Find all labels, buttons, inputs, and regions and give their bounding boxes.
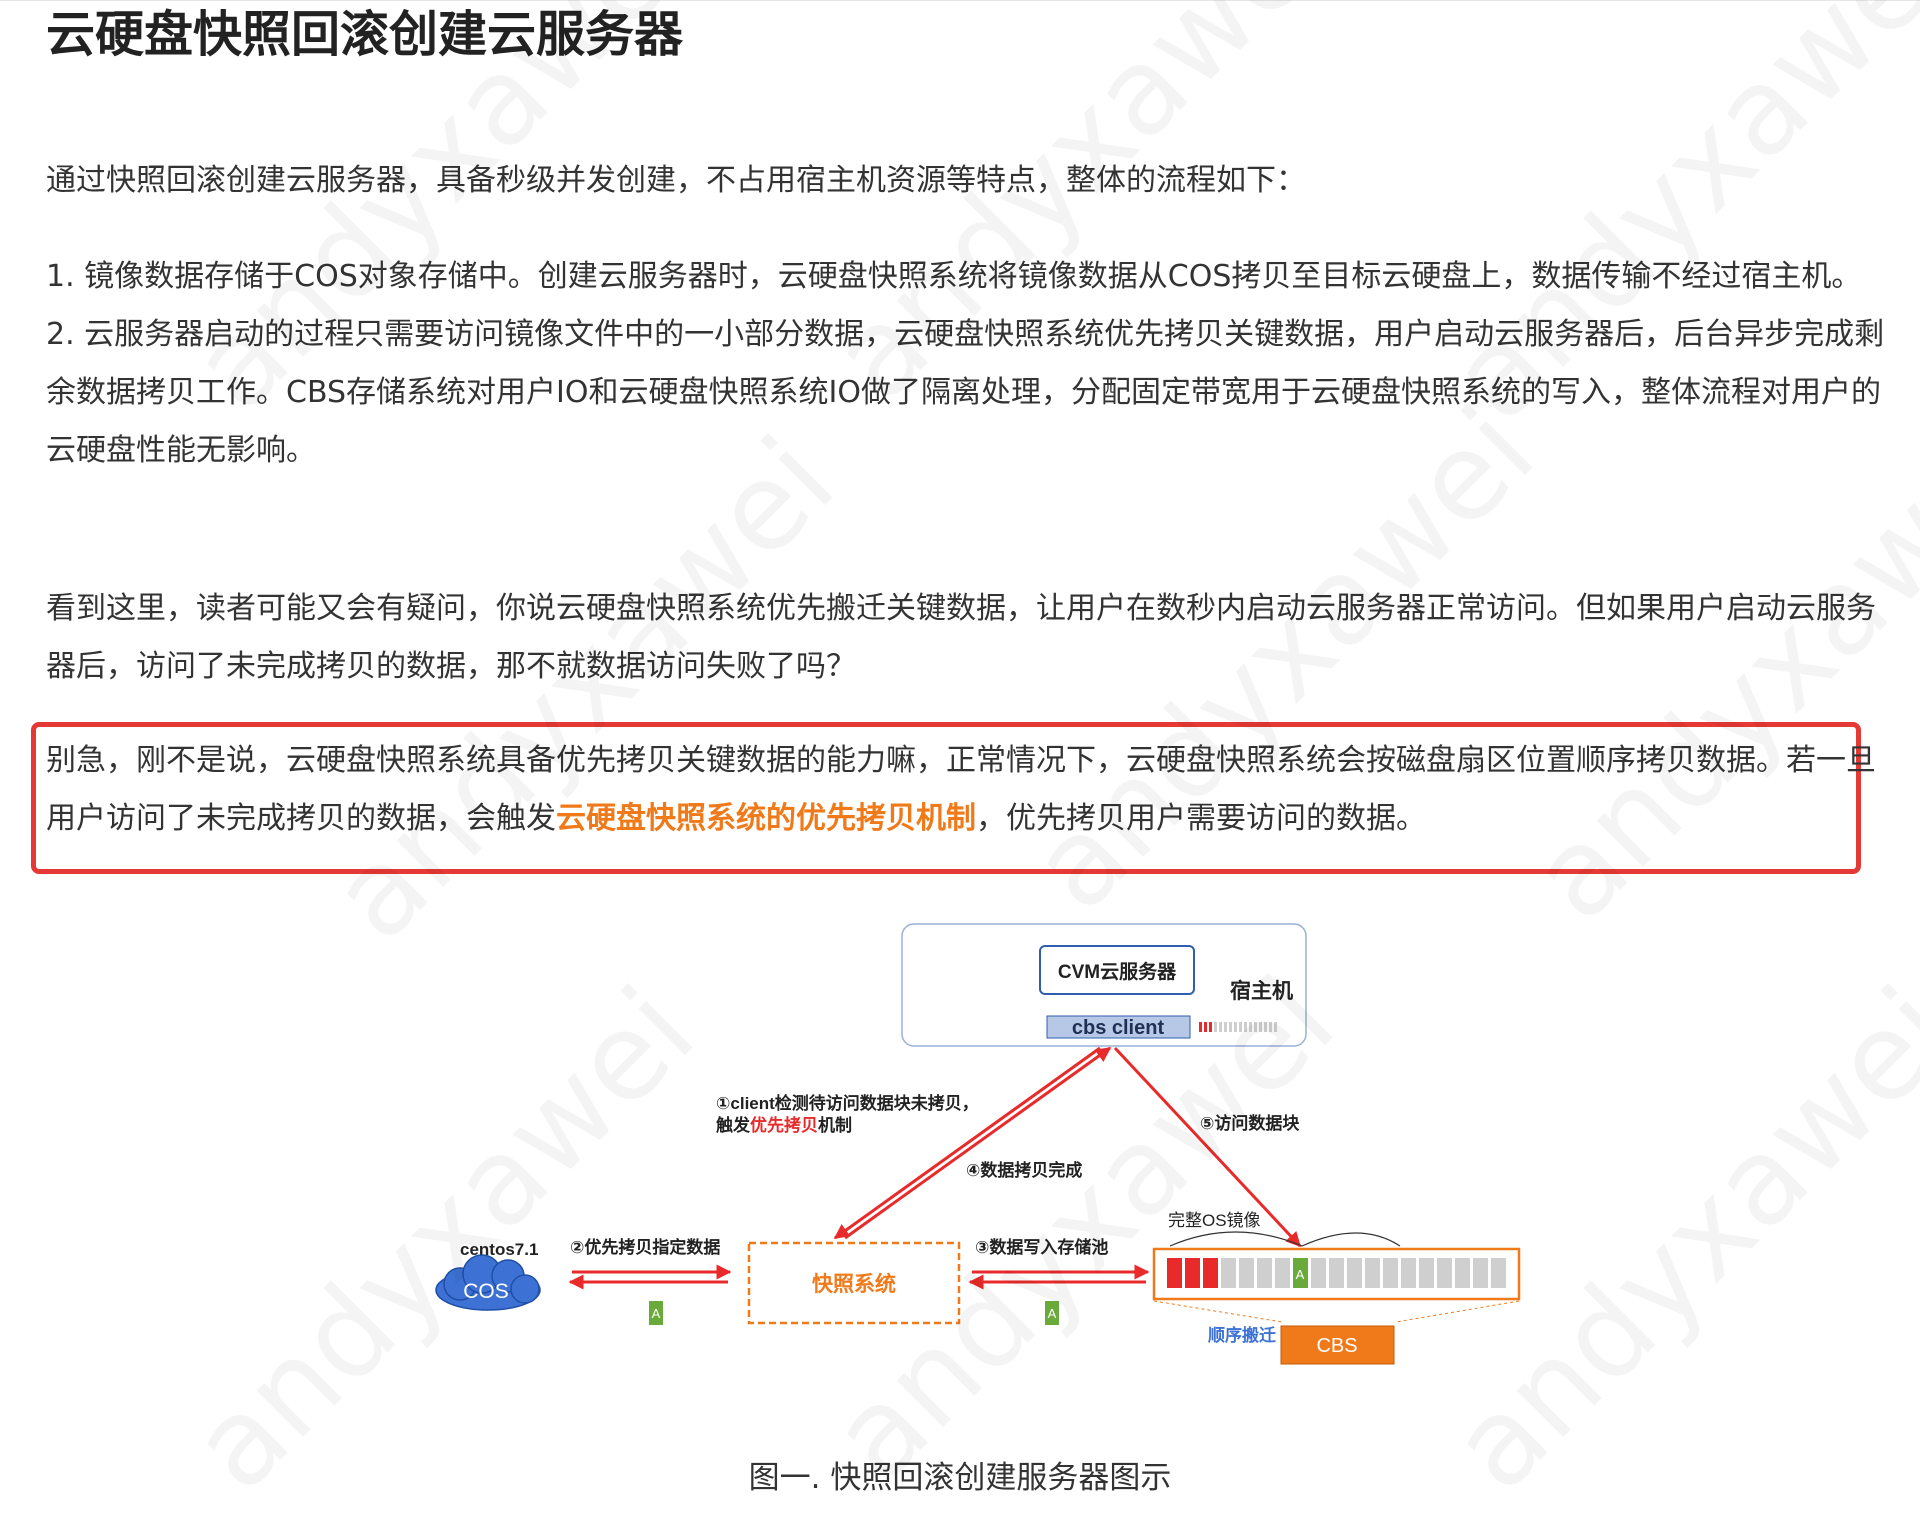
host-label: 宿主机	[1230, 979, 1293, 1003]
figure-caption: 图一. 快照回滚创建服务器图示	[748, 1460, 1172, 1496]
callout-text-before: 别急，刚不是说，云硬盘快照系统具备优先拷贝关键数据的能力嘛，正常情况下，云硬盘快…	[46, 743, 1876, 836]
storage-block-a-label: A	[1296, 1267, 1305, 1282]
article-title: 云硬盘快照回滚创建云服务器	[46, 6, 684, 63]
cbs-link-left	[1153, 1300, 1283, 1323]
callout-highlight: 云硬盘快照系统的优先拷贝机制	[556, 801, 976, 836]
steps-block: 1. 镜像数据存储于COS对象存储中。创建云服务器时，云硬盘快照系统将镜像数据从…	[46, 248, 1896, 480]
step1-line2: 触发优先拷贝机制	[715, 1115, 852, 1135]
snapshot-system-label: 快照系统	[812, 1272, 896, 1296]
step1-priority-copy: 优先拷贝	[750, 1115, 818, 1135]
cos-storage: centos7.1 COS	[435, 1240, 541, 1311]
sequential-migration-label: 顺序搬迁	[1208, 1325, 1276, 1345]
snapshot-rollback-diagram: CVM云服务器 宿主机 cbs client ①client检测待访问数据块未拷…	[435, 923, 1521, 1365]
cbs-label: CBS	[1316, 1335, 1357, 1357]
cloud-icon	[435, 1254, 541, 1311]
client-cache-blocks	[1199, 1022, 1277, 1032]
step1-line2-a: 触发	[715, 1115, 751, 1135]
cos-label: COS	[463, 1280, 509, 1303]
arrow-step5	[1113, 1046, 1302, 1248]
callout-paragraph: 别急，刚不是说，云硬盘快照系统具备优先拷贝关键数据的能力嘛，正常情况下，云硬盘快…	[46, 732, 1896, 848]
data-block-a-right	[1045, 1301, 1059, 1325]
step4-label: ④数据拷贝完成	[966, 1160, 1082, 1180]
snapshot-system-box	[747, 1241, 961, 1325]
step5-label: ⑤访问数据块	[1200, 1113, 1300, 1133]
cbs-box	[1280, 1325, 1395, 1365]
step3-label: ③数据写入存储池	[975, 1237, 1108, 1257]
cbs-client-label: cbs client	[1072, 1017, 1165, 1039]
step-1-text: 1. 镜像数据存储于COS对象存储中。创建云服务器时，云硬盘快照系统将镜像数据从…	[46, 259, 1862, 294]
cbs-link-right	[1395, 1300, 1520, 1323]
cvm-server-label: CVM云服务器	[1058, 960, 1177, 983]
data-block-a-left-label: A	[652, 1306, 661, 1321]
host-machine-box: CVM云服务器 宿主机 cbs client	[901, 923, 1307, 1047]
step2-label: ②优先拷贝指定数据	[570, 1237, 720, 1257]
intro-paragraph: 通过快照回滚创建云服务器，具备秒级并发创建，不占用宿主机资源等特点，整体的流程如…	[46, 163, 1306, 198]
full-os-image-label: 完整OS镜像	[1168, 1211, 1261, 1230]
step-2-text: 2. 云服务器启动的过程只需要访问镜像文件中的一小部分数据，云硬盘快照系统优先拷…	[46, 317, 1885, 468]
data-block-a-right-label: A	[1048, 1306, 1057, 1321]
question-paragraph: 看到这里，读者可能又会有疑问，你说云硬盘快照系统优先搬迁关键数据，让用户在数秒内…	[46, 591, 1876, 684]
highlight-callout-box	[31, 722, 1861, 874]
callout-text-after: ，优先拷贝用户需要访问的数据。	[976, 801, 1426, 836]
step1-line2-c: 机制	[818, 1115, 852, 1135]
data-block-a-left	[649, 1301, 663, 1325]
arrow-step4	[844, 1046, 1112, 1240]
storage-blocks	[1167, 1258, 1506, 1288]
cos-image-name: centos7.1	[460, 1240, 538, 1259]
top-divider	[0, 0, 1920, 7]
step1-line1: ①client检测待访问数据块未拷贝，	[716, 1093, 979, 1113]
full-image-brace	[1169, 1231, 1401, 1247]
arrow-step1	[833, 1046, 1101, 1240]
